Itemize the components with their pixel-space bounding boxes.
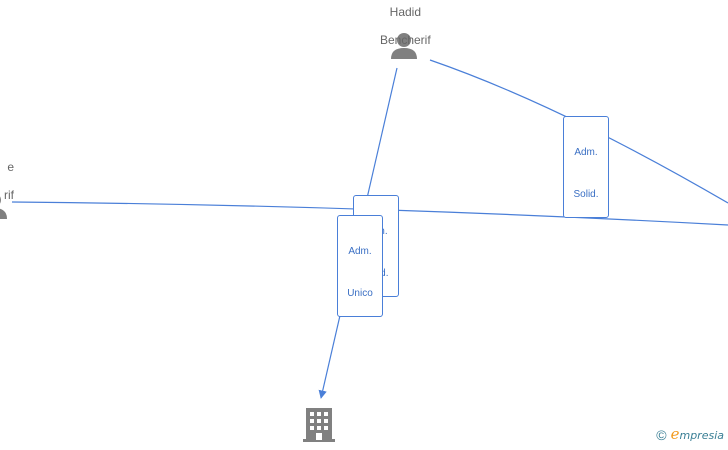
copyright-icon: ©	[656, 426, 667, 443]
edge-label-line1: Adm.	[574, 147, 598, 158]
left-person-name-line1: e	[7, 160, 14, 174]
edge-label-line2: Solid.	[573, 189, 599, 200]
building-icon[interactable]	[303, 408, 335, 442]
left-person-name-line2: rif	[4, 188, 14, 202]
edge-label-top-company[interactable]: Adm. Unico	[337, 215, 383, 317]
top-person-name-line2: Bencherif	[379, 33, 431, 47]
edge-label-line2: Unico	[347, 288, 373, 299]
top-person-name-line1: Hadid	[389, 5, 422, 19]
top-person-label[interactable]: Hadid Bencherif	[362, 0, 442, 47]
edge-label-top-right[interactable]: Adm. Solid.	[563, 116, 609, 218]
person-icon[interactable]	[391, 33, 417, 59]
left-person-label[interactable]: e rif	[0, 146, 14, 202]
footer-brand[interactable]: © empresia	[656, 425, 724, 444]
brand-initial: e	[670, 425, 680, 443]
brand-logo: empresia	[671, 425, 724, 444]
person-icon[interactable]	[0, 193, 7, 219]
edge-label-line1: Adm.	[348, 246, 372, 257]
brand-rest: mpresia	[679, 429, 724, 442]
